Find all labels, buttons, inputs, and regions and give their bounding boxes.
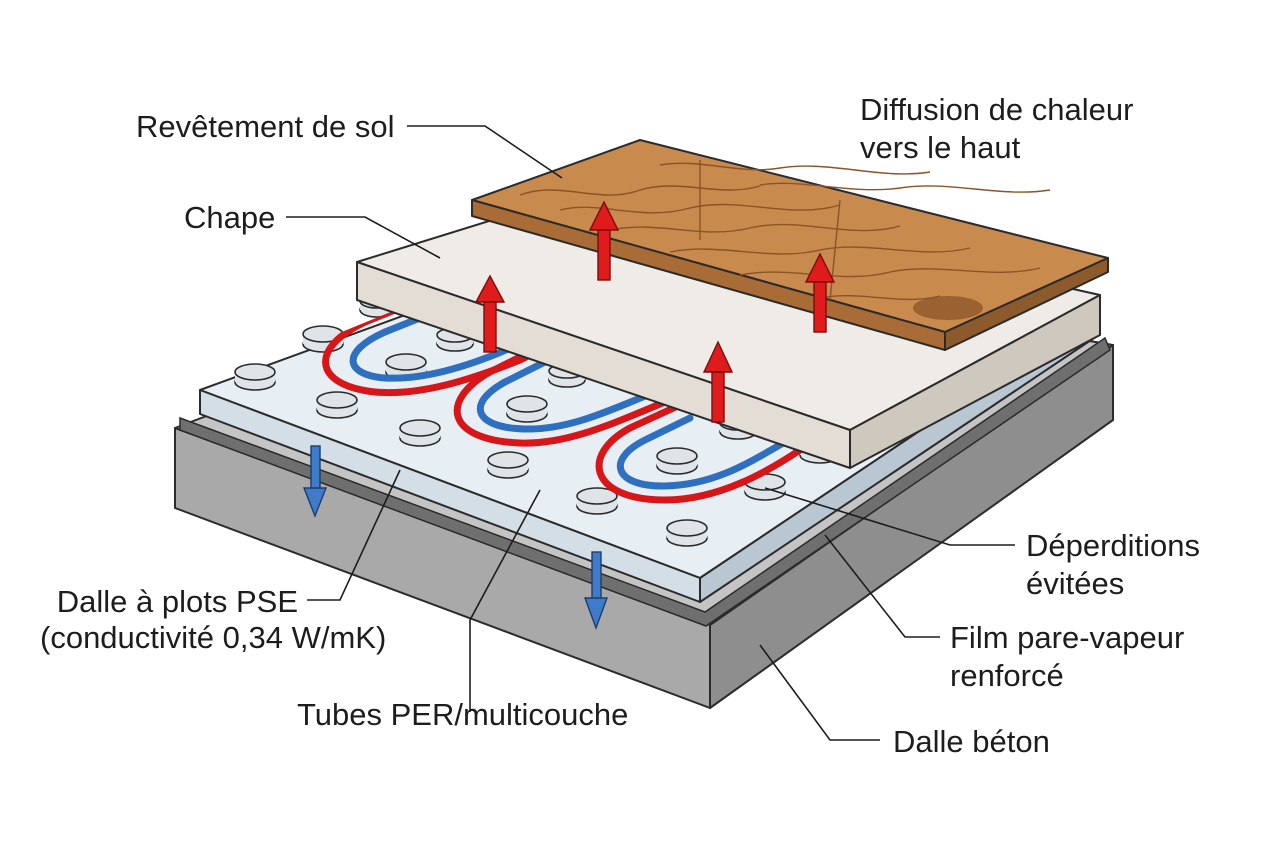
up-arrow-icon [474,274,506,353]
down-arrow-icon [583,551,609,631]
label-losses-line1: Déperditions [1026,528,1200,563]
label-losses-line2: évitées [1026,566,1124,601]
cold-tube [476,358,664,433]
label-heat-up-line2: vers le haut [860,130,1021,165]
stud [744,473,786,501]
stud [666,519,708,547]
wood-grain [519,160,1051,301]
label-panel-line1: Dalle à plots PSE [57,584,298,619]
label-screed: Chape [184,200,275,235]
stud [576,487,618,515]
stud [234,363,276,391]
hot-tube [453,348,674,447]
up-arrow-icon [588,200,620,281]
stud [487,451,529,479]
wood-floor-covering [471,139,1109,351]
cold-tube [616,414,789,490]
heating-tubes [322,302,804,504]
heat-up-arrows [474,200,836,423]
hot-tube [595,401,804,504]
stud [506,395,548,423]
loss-down-arrows [302,445,609,631]
label-concrete: Dalle béton [893,724,1050,759]
label-floor-covering: Revêtement de sol [136,109,394,144]
stud [656,447,698,475]
stud [316,391,358,419]
screed-layer [356,184,1101,469]
leader-lines [286,125,1015,741]
label-film-line2: renforcé [950,658,1064,693]
vapour-barrier-film [179,336,1111,627]
cold-tube [349,308,544,382]
up-arrow-icon [702,340,734,423]
label-heat-up-line1: Diffusion de chaleur [860,92,1133,127]
up-arrow-icon [804,252,836,333]
label-tubes: Tubes PER/multicouche [297,697,628,732]
down-arrow-icon [302,445,328,518]
stud [399,419,441,447]
label-film-line1: Film pare-vapeur [950,620,1184,655]
wood-knot [913,296,983,320]
label-panel-line2: (conductivité 0,34 W/mK) [40,620,386,655]
